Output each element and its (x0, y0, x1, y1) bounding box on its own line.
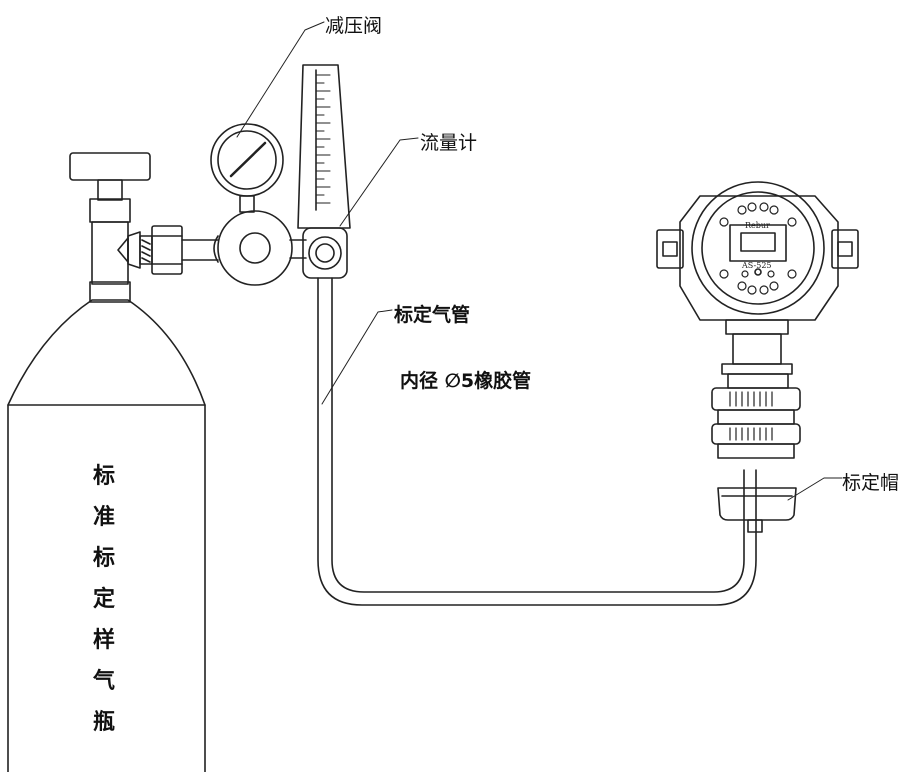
calibration-tube-label: 标定气管 (394, 304, 471, 326)
flowmeter-label: 流量计 (420, 132, 478, 154)
flowmeter (297, 64, 351, 279)
cylinder-char: 标 (93, 545, 116, 571)
cylinder-char: 标 (93, 463, 116, 489)
cylinder-char: 瓶 (93, 709, 116, 735)
connector-nut (139, 225, 219, 275)
cylinder-char: 准 (93, 504, 116, 530)
gas-detector (656, 181, 859, 459)
tube-spec-label: 内径 ∅5橡胶管 (400, 370, 532, 392)
detector-model: AS-525 (742, 261, 772, 270)
detector-brand: Rebur (745, 221, 770, 230)
pressure-regulator (210, 123, 307, 286)
cylinder-char: 定 (93, 586, 116, 612)
cylinder-char: 气 (93, 668, 116, 694)
calibration-tube (317, 277, 757, 606)
calibration-cap-label: 标定帽 (842, 472, 900, 494)
pressure-regulator-label: 减压阀 (325, 15, 383, 37)
leader-lines (236, 21, 843, 501)
calibration-cap (717, 487, 797, 533)
gas-cylinder (7, 152, 206, 772)
cylinder-char: 样 (93, 627, 116, 653)
